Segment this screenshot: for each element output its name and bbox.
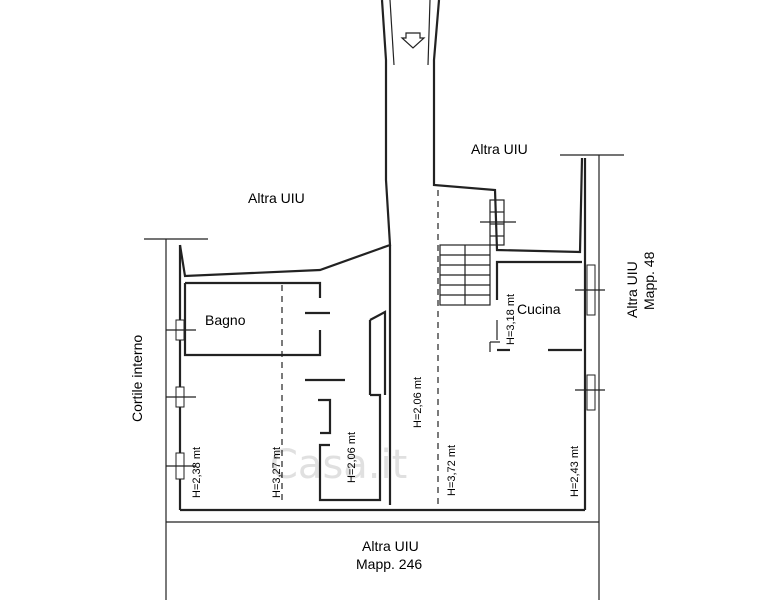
label-altra-uiu-left: Altra UIU xyxy=(248,190,305,206)
staircase xyxy=(439,199,516,306)
right-outer-wall xyxy=(560,154,624,600)
window-right-2 xyxy=(575,374,605,411)
watermark: Casa.it xyxy=(270,442,407,488)
label-altra-uiu-bottom-line2: Mapp. 246 xyxy=(356,556,422,572)
label-altra-uiu-right-line1: Altra UIU xyxy=(624,261,640,318)
bagno-walls xyxy=(183,281,345,505)
label-altra-uiu-right-line2: Mapp. 48 xyxy=(641,251,657,310)
height-label-2-06-room: H=2,06 mt xyxy=(346,432,358,483)
height-label-3-18: H=3,18 mt xyxy=(505,294,517,345)
room-label-cucina: Cucina xyxy=(517,301,561,317)
window-left-3 xyxy=(166,452,196,480)
label-altra-uiu-right: Altra UIU Mapp. 48 xyxy=(624,251,657,318)
height-label-3-72: H=3,72 mt xyxy=(446,445,458,496)
label-altra-uiu-bottom-line1: Altra UIU xyxy=(362,538,419,554)
small-room-walls xyxy=(318,310,387,502)
label-cortile-interno: Cortile interno xyxy=(129,335,145,422)
height-label-2-38: H=2,38 mt xyxy=(191,447,203,498)
room-label-bagno: Bagno xyxy=(205,312,246,328)
window-left-2 xyxy=(166,386,196,408)
window-left-1 xyxy=(166,319,196,341)
bottom-wall xyxy=(166,508,599,523)
height-label-2-06-corridor: H=2,06 mt xyxy=(412,377,424,428)
label-altra-uiu-top-right: Altra UIU xyxy=(471,141,528,157)
window-right-1 xyxy=(575,264,605,316)
entrance-corridor xyxy=(178,0,584,278)
windows xyxy=(166,264,605,480)
height-label-2-43: H=2,43 mt xyxy=(569,446,581,497)
cucina-walls xyxy=(489,260,582,352)
entrance-arrow-icon xyxy=(400,32,426,49)
height-label-3-27: H=3,27 mt xyxy=(271,447,283,498)
corridor xyxy=(388,190,439,505)
left-outer-wall xyxy=(144,238,208,600)
